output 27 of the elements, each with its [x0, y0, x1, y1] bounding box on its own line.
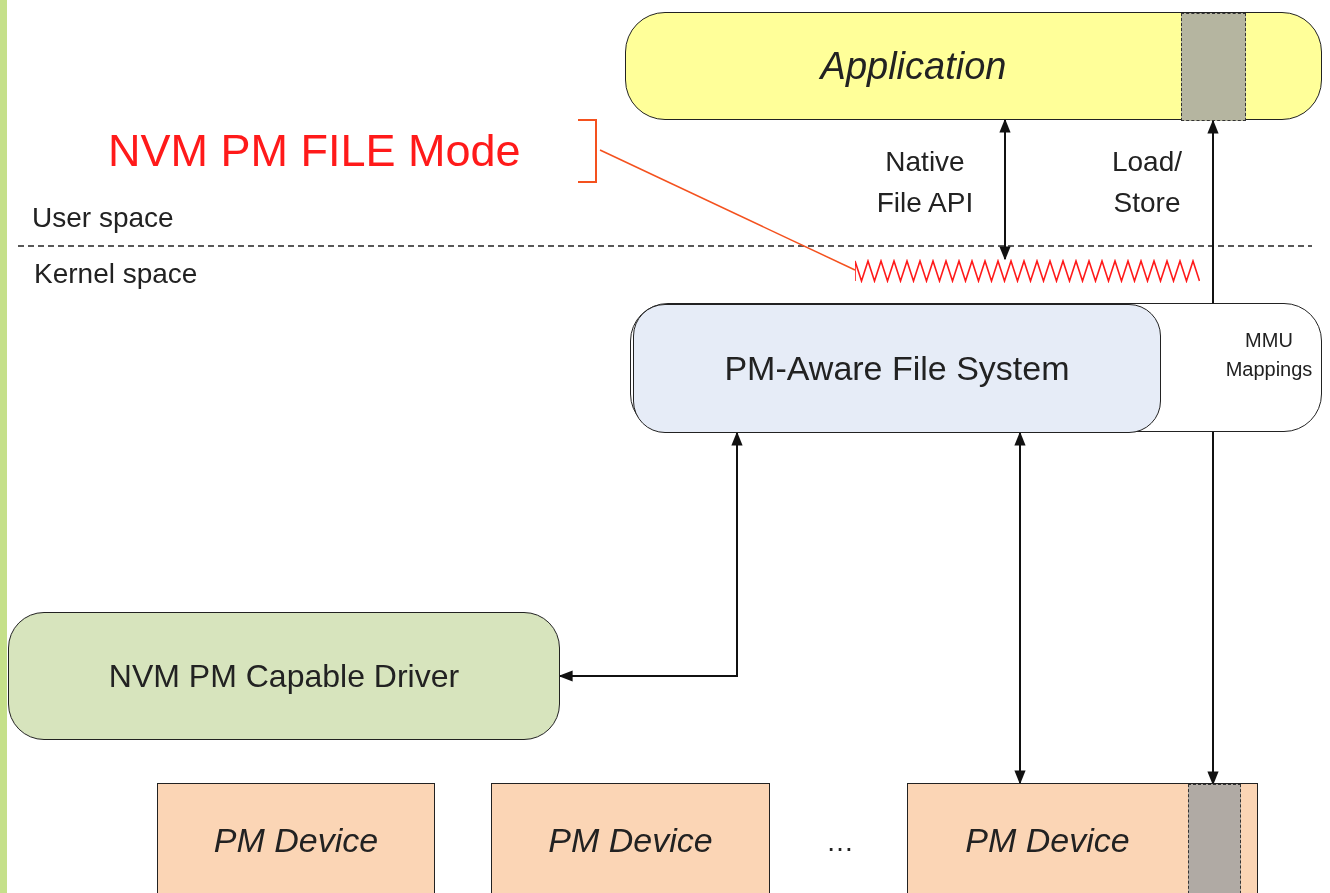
node-label: Application [820, 44, 1007, 88]
callout-text: NVM PM FILE Mode [108, 125, 521, 177]
region-label: Kernel space [34, 258, 198, 290]
device-box [491, 783, 770, 893]
leader-line [599, 149, 856, 271]
device-box [907, 783, 1258, 893]
arrow [1014, 431, 1026, 785]
region-label: User space [32, 202, 174, 234]
process-box [633, 304, 1161, 433]
arrow [558, 431, 743, 682]
process-box [630, 303, 1322, 432]
edge-label: Native File API [875, 145, 975, 220]
wave-line [855, 259, 1200, 283]
node-label: PM Device [548, 821, 713, 860]
ellipsis: … [826, 826, 854, 858]
process-box [8, 612, 560, 740]
node-label: MMU Mappings [1224, 328, 1314, 382]
memory-region [1181, 13, 1246, 121]
memory-region [1188, 784, 1241, 893]
edge-label: Load/ Store [1110, 145, 1184, 220]
device-box [157, 783, 435, 893]
process-box [625, 12, 1322, 120]
node-label: PM-Aware File System [724, 349, 1070, 388]
node-label: PM Device [965, 821, 1130, 860]
arrow [999, 118, 1011, 261]
node-label: PM Device [213, 821, 379, 860]
node-label: NVM PM Capable Driver [108, 657, 460, 695]
